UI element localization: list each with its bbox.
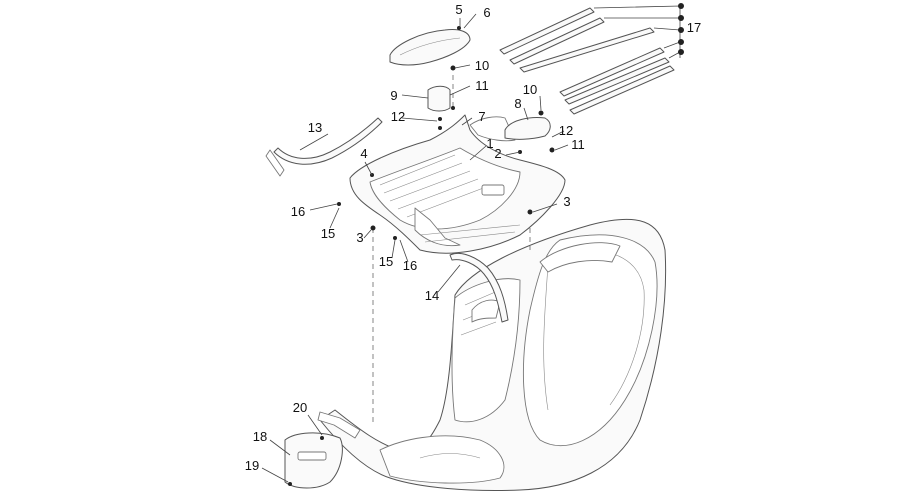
leader-lines xyxy=(261,5,681,483)
scooter-frame xyxy=(319,218,667,491)
footboard xyxy=(349,114,566,254)
callout-20: 20 xyxy=(293,400,307,415)
callout-16-center: 16 xyxy=(403,258,417,273)
callout-12-left: 12 xyxy=(391,109,405,124)
callout-17: 17 xyxy=(687,20,701,35)
callout-11-top: 11 xyxy=(475,78,489,93)
part-strip-14 xyxy=(449,253,509,323)
callout-3-right: 3 xyxy=(563,194,570,209)
callout-18: 18 xyxy=(253,429,267,444)
callout-15-center: 15 xyxy=(379,254,393,269)
callout-6: 6 xyxy=(483,5,490,20)
fasteners xyxy=(288,26,555,486)
callout-3-left: 3 xyxy=(356,230,363,245)
callout-4: 4 xyxy=(360,146,367,161)
callout-17-markers xyxy=(678,3,684,55)
callout-5: 5 xyxy=(455,2,462,17)
part-strip-13 xyxy=(273,117,383,165)
part-panel-18 xyxy=(284,432,343,489)
callout-15-left: 15 xyxy=(321,226,335,241)
callout-14: 14 xyxy=(425,288,439,303)
callout-16-left: 16 xyxy=(291,204,305,219)
side-strips-17 xyxy=(499,7,675,115)
callout-8: 8 xyxy=(514,96,521,111)
callout-10-top: 10 xyxy=(475,58,489,73)
callout-1: 1 xyxy=(486,136,493,151)
callout-19: 19 xyxy=(245,458,259,473)
callout-7: 7 xyxy=(478,109,485,124)
part-cover-5 xyxy=(389,29,471,66)
callout-13: 13 xyxy=(308,120,322,135)
callout-11-right: 11 xyxy=(571,137,585,152)
part-trim-20 xyxy=(317,411,361,439)
callout-12-right: 12 xyxy=(559,123,573,138)
callout-labels: 5 6 10 9 11 12 7 13 4 1 2 10 8 12 11 3 1… xyxy=(245,2,701,473)
callout-2: 2 xyxy=(494,146,501,161)
callout-10-right: 10 xyxy=(523,82,537,97)
callout-9: 9 xyxy=(390,88,397,103)
part-bracket-9 xyxy=(427,85,451,112)
part-cover-8 xyxy=(504,117,551,140)
